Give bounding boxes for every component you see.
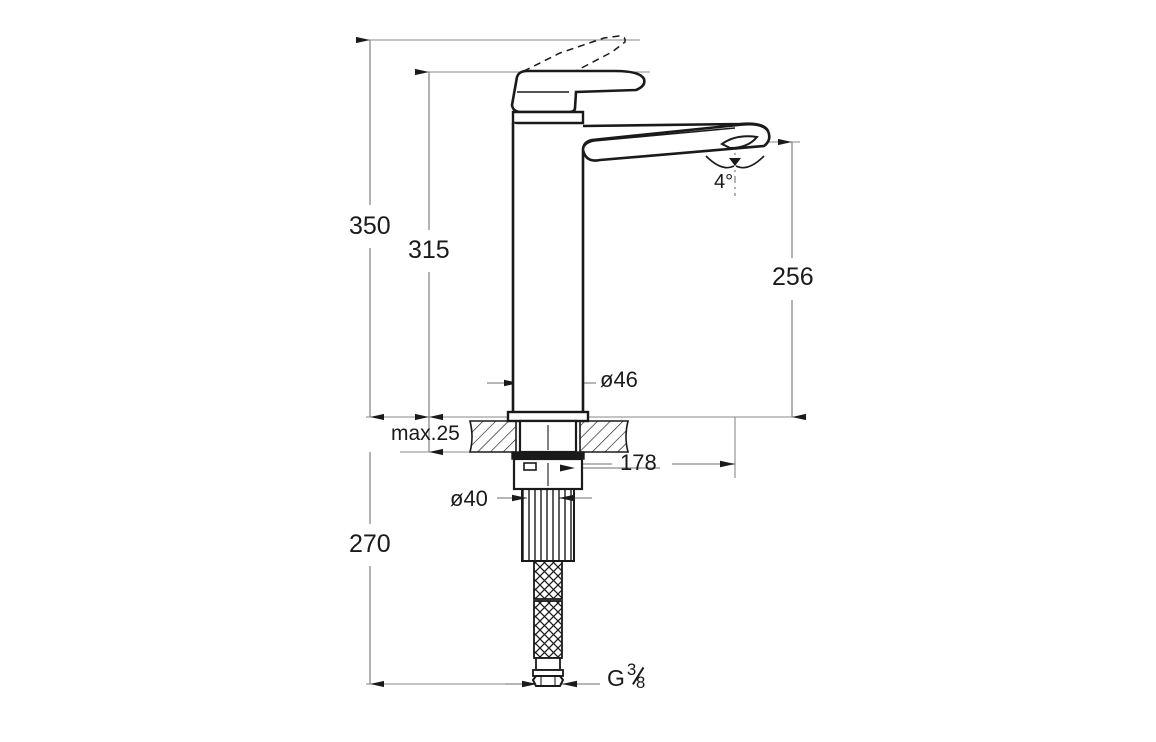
- dimension-label-body-diameter: ø46: [600, 367, 638, 392]
- dimension-lines: [356, 36, 806, 688]
- tap-body-drawing: [506, 35, 771, 423]
- dimension-label-body-height: 315: [408, 236, 450, 264]
- thread-prefix: G: [607, 665, 625, 691]
- spout-inner-curve: [582, 127, 736, 151]
- hex-nut-g38: [531, 675, 565, 687]
- thread-numerator: 3: [626, 660, 637, 679]
- hose-braid-lower: [533, 600, 563, 659]
- mounting-assembly: [511, 419, 585, 562]
- aerator-outlet: [720, 135, 759, 150]
- counter-hatch-left: [468, 420, 517, 453]
- counter-hatch-right: [579, 420, 630, 453]
- dimension-label-spout-height: 256: [772, 263, 814, 291]
- cartridge-cap: [511, 110, 585, 125]
- threaded-shank: [521, 488, 575, 562]
- dimension-label-total-height: 350: [349, 212, 391, 240]
- base-escutcheon: [506, 410, 590, 423]
- counter-surface: [468, 420, 630, 453]
- dimension-label-hose-length: 270: [349, 530, 391, 558]
- hose-ferrule: [535, 657, 561, 671]
- dimension-label-aerator-angle: 4°: [714, 171, 734, 193]
- angle-arc-group: [705, 155, 765, 169]
- thread-denominator: 8: [635, 673, 646, 692]
- dimension-label-spout-reach: 178: [620, 450, 657, 475]
- hose-braid-upper: [533, 560, 563, 600]
- spout-top-edge: [582, 122, 770, 132]
- flexible-hose-assembly: [531, 560, 565, 687]
- lock-nut-leader-arrow: [560, 464, 575, 472]
- dimension-label-max-thickness: max.25: [391, 422, 460, 445]
- lock-nut-notch: [523, 462, 537, 471]
- dimension-label-shank-diameter: ø40: [450, 486, 488, 511]
